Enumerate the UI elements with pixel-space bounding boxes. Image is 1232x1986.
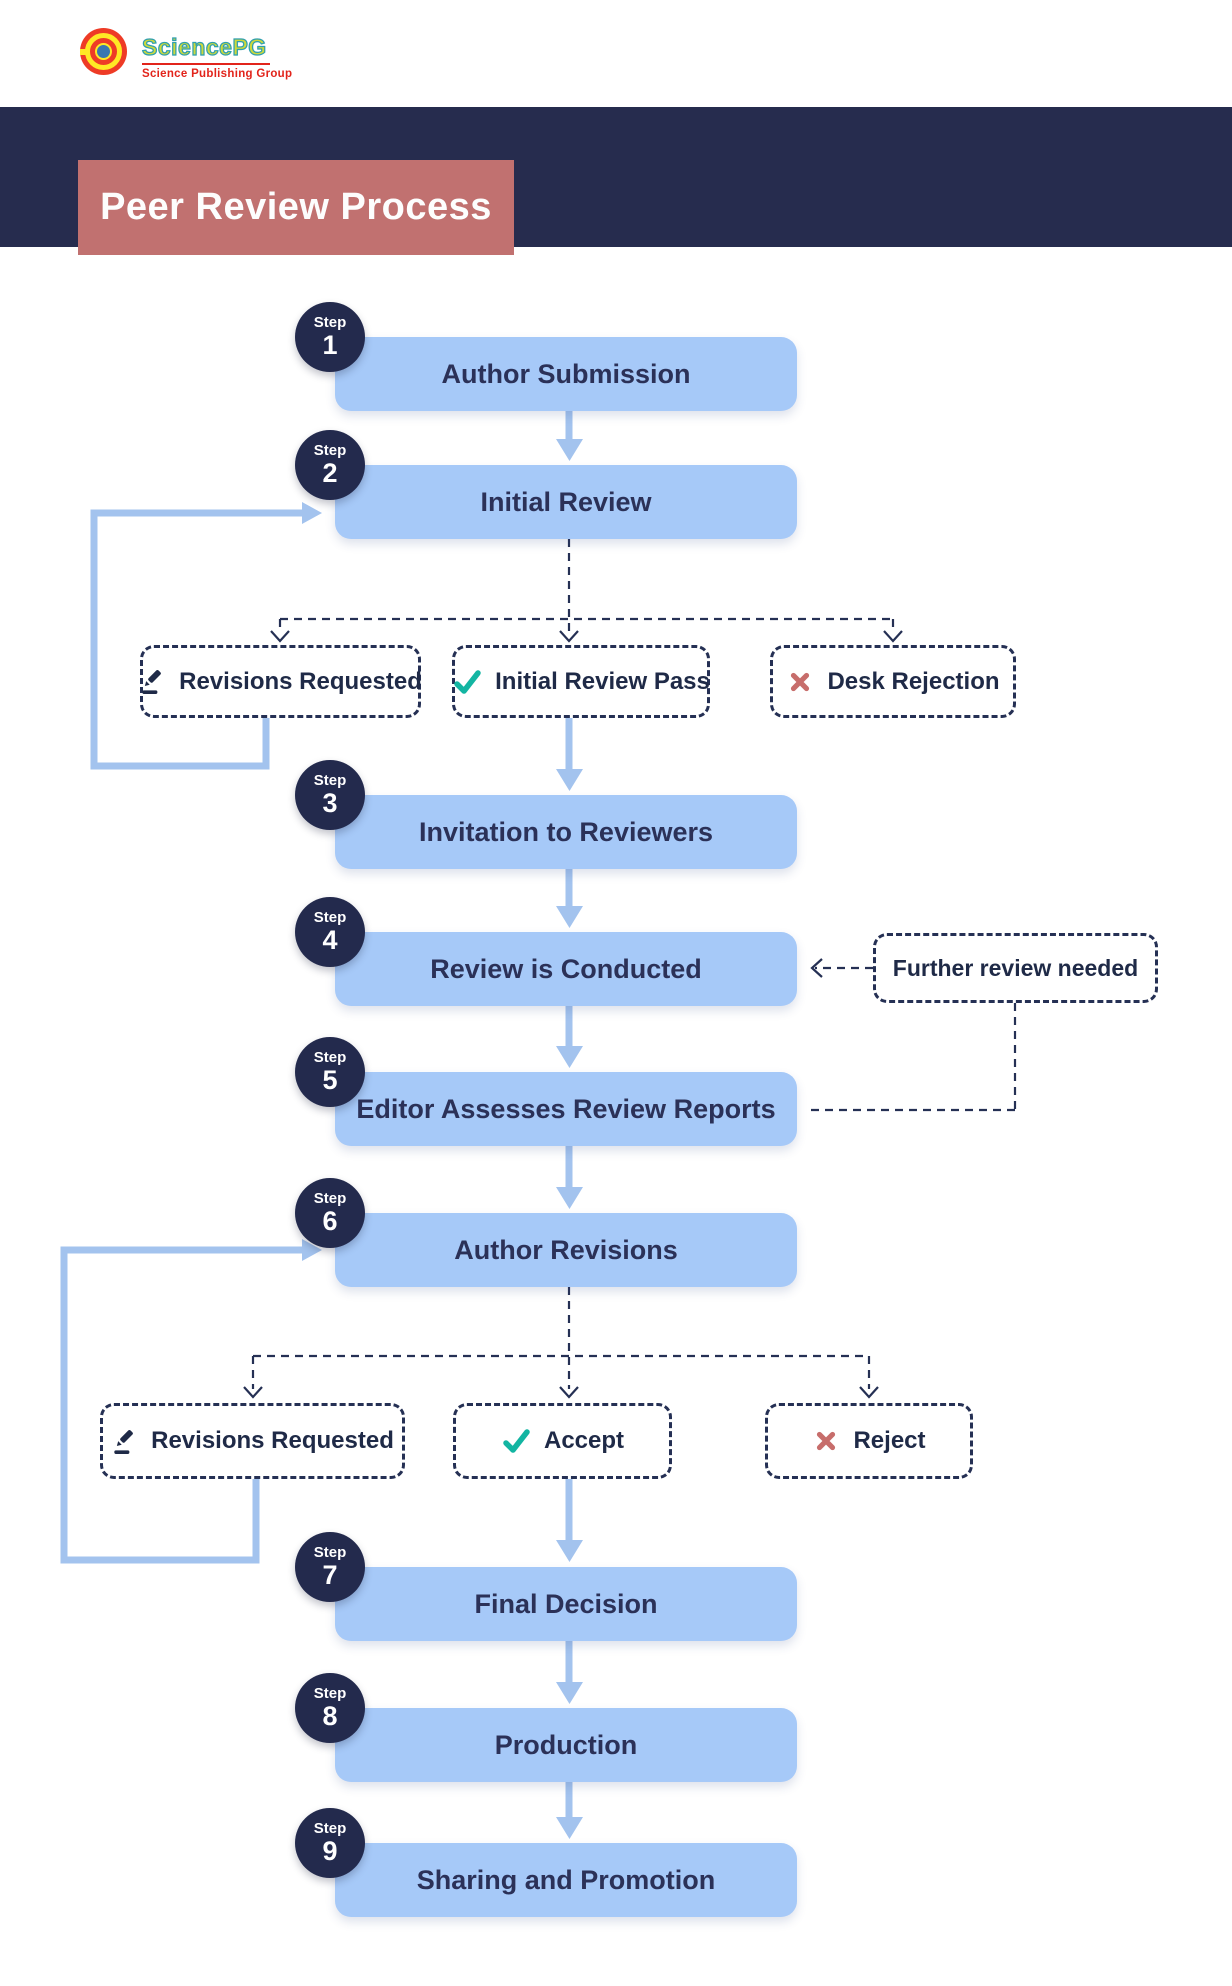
revision-loop-2 — [60, 1239, 322, 1564]
step-box-invitation-to-reviewers: Step 3 Invitation to Reviewers — [295, 760, 797, 869]
step-number: 1 — [322, 330, 338, 361]
further-review-arrowhead — [810, 958, 823, 978]
brand-divider — [142, 63, 270, 65]
outcome-label: Desk Rejection — [827, 667, 1000, 695]
x-icon — [786, 668, 814, 696]
check-icon — [452, 667, 482, 697]
step-badge: Step 9 — [295, 1808, 365, 1878]
step-box-initial-review: Step 2 Initial Review — [295, 430, 797, 539]
step-label: Initial Review — [480, 486, 652, 517]
page-title: Peer Review Process — [100, 186, 492, 228]
brand-tagline: Science Publishing Group — [142, 68, 293, 80]
step-number: 5 — [322, 1065, 338, 1096]
header-bar: SciencePG Science Publishing Group — [0, 0, 1232, 107]
logo-notch — [80, 49, 89, 55]
step-number: 9 — [322, 1836, 338, 1867]
step-word: Step — [313, 772, 347, 790]
step-box-review-is-conducted: Step 4 Review is Conducted — [295, 897, 797, 1006]
pencil-icon — [111, 1428, 138, 1455]
step-word: Step — [313, 909, 347, 927]
step-label: Sharing and Promotion — [416, 1864, 716, 1895]
step-badge: Step 2 — [295, 430, 365, 500]
step-badge: Step 5 — [295, 1037, 365, 1107]
outcome-revisions-requested-initial: Revisions Requested — [139, 645, 422, 718]
note-label: Further review needed — [892, 954, 1139, 981]
step-number: 6 — [322, 1206, 338, 1237]
step-label: Review is Conducted — [430, 953, 702, 984]
outcome-accept: Accept — [453, 1403, 672, 1479]
outcome-label: Revisions Requested — [179, 667, 422, 695]
flow-arrow-down — [556, 411, 583, 1839]
x-icon — [812, 1427, 840, 1455]
outcome-label: Reject — [853, 1427, 926, 1454]
step-number: 2 — [322, 458, 338, 489]
branch-arrowheads-final-decision — [243, 1386, 879, 1399]
step-label: Final Decision — [474, 1588, 658, 1619]
step-number: 8 — [322, 1701, 338, 1732]
further-review-lines — [805, 966, 1017, 1112]
outcome-reject: Reject — [765, 1403, 973, 1479]
step-badge: Step 6 — [295, 1178, 365, 1248]
step-box-author-submission: Step 1 Author Submission — [295, 302, 797, 411]
step-badge: Step 7 — [295, 1532, 365, 1602]
brand-name: SciencePG — [141, 33, 267, 60]
title-box: Peer Review Process — [78, 160, 514, 255]
step-badge: Step 3 — [295, 760, 365, 830]
step-word: Step — [313, 1190, 347, 1208]
sciencepg-logo-icon — [80, 28, 127, 75]
step-word: Step — [313, 1685, 347, 1703]
outcome-desk-rejection: Desk Rejection — [770, 645, 1016, 718]
branch-lines-final-decision — [251, 1287, 871, 1389]
outcome-label: Accept — [543, 1427, 625, 1454]
step-word: Step — [313, 1049, 347, 1067]
step-label: Editor Assesses Review Reports — [356, 1093, 776, 1124]
pencil-icon — [139, 668, 166, 695]
outcome-label: Initial Review Pass — [495, 667, 710, 695]
step-label: Production — [494, 1729, 638, 1760]
step-label: Author Revisions — [454, 1234, 678, 1265]
step-label: Author Submission — [441, 358, 691, 389]
branch-lines-initial-review — [278, 539, 895, 633]
step-badge: Step 4 — [295, 897, 365, 967]
note-further-review-needed: Further review needed — [873, 933, 1158, 1003]
step-number: 4 — [322, 925, 338, 956]
check-icon — [501, 1426, 531, 1456]
step-box-final-decision: Step 7 Final Decision — [295, 1532, 797, 1641]
step-badge: Step 1 — [295, 302, 365, 372]
outcome-revisions-requested-final: Revisions Requested — [100, 1403, 405, 1479]
step-number: 3 — [322, 788, 338, 819]
step-number: 7 — [322, 1560, 338, 1591]
outcome-initial-review-pass: Initial Review Pass — [452, 645, 710, 718]
step-box-editor-assesses-reports: Step 5 Editor Assesses Review Reports — [295, 1037, 797, 1146]
step-word: Step — [313, 1544, 347, 1562]
step-box-author-revisions: Step 6 Author Revisions — [295, 1178, 797, 1287]
outcome-label: Revisions Requested — [151, 1427, 394, 1454]
step-box-sharing-and-promotion: Step 9 Sharing and Promotion — [295, 1808, 797, 1917]
step-box-production: Step 8 Production — [295, 1673, 797, 1782]
step-word: Step — [313, 1820, 347, 1838]
step-badge: Step 8 — [295, 1673, 365, 1743]
step-word: Step — [313, 314, 347, 332]
step-word: Step — [313, 442, 347, 460]
branch-arrowheads-initial-review — [270, 630, 903, 643]
step-label: Invitation to Reviewers — [418, 816, 714, 847]
revision-loop-1 — [90, 502, 322, 770]
